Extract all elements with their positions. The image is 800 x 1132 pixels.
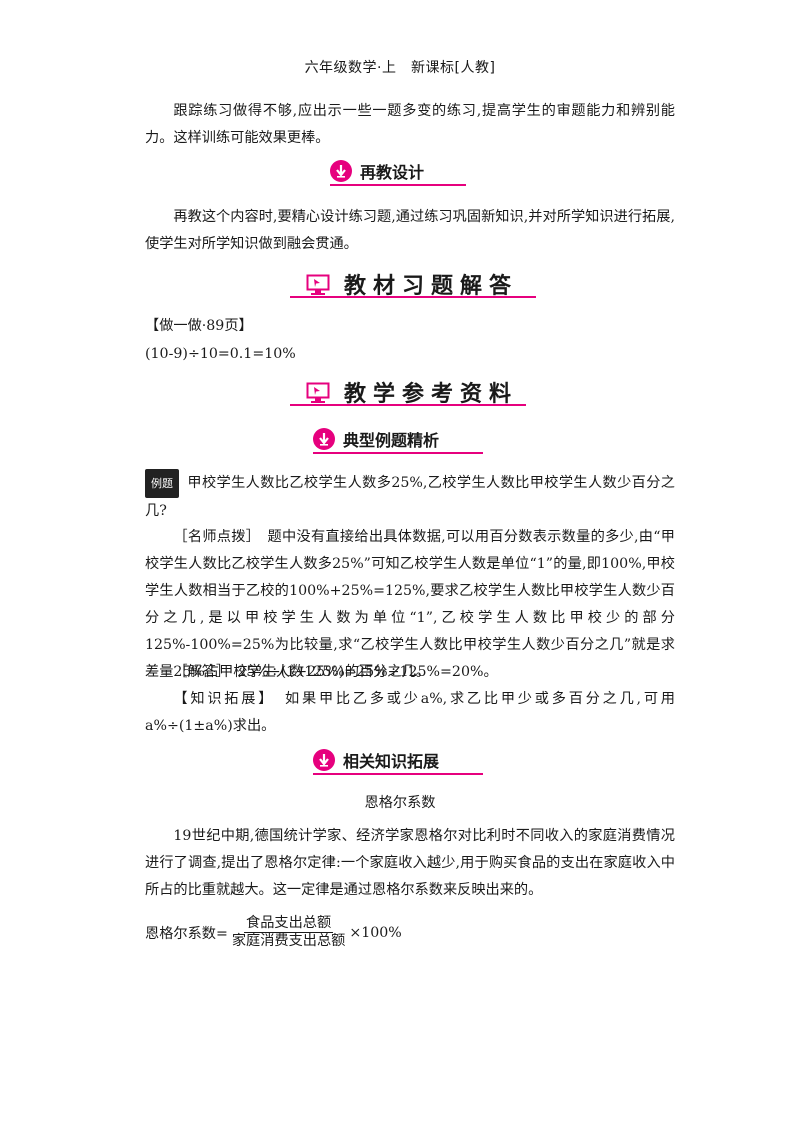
reteach-title: 再教设计 [360, 163, 425, 182]
answers-line: (10-9)÷10=0.1=10% [145, 346, 296, 362]
reteach-underline [330, 184, 466, 186]
example-extension: 【知识拓展】 如果甲比乙多或少a%,求乙比甲少或多百分之几,可用a%÷(1±a%… [145, 691, 675, 734]
example-question-text: 甲校学生人数比乙校学生人数多25%,乙校学生人数比甲校学生人数少百分之几? [145, 475, 675, 519]
formula-suffix: ×100% [349, 924, 402, 941]
page-header: 六年级数学·上 新课标[人教] [304, 60, 496, 76]
reference-title: 教学参考资料 [344, 381, 519, 407]
down-arrow-icon [330, 160, 352, 182]
reference-heading: 教学参考资料 [306, 376, 518, 408]
answers-heading: 教材习题解答 [306, 268, 518, 300]
down-arrow-icon [313, 749, 335, 771]
answers-ref: 【做一做·89页】 [145, 318, 253, 334]
reteach-paragraph: 再教这个内容时,要精心设计练习题,通过练习巩固新知识,并对所学知识进行拓展,使学… [145, 209, 675, 252]
formula-denominator: 家庭消费支出总额 [231, 933, 346, 949]
reference-underline [290, 404, 526, 406]
example-title: 典型例题精析 [343, 431, 440, 450]
down-arrow-icon [313, 428, 335, 450]
intro-paragraph: 跟踪练习做得不够,应出示一些一题多变的练习,提高学生的审题能力和辨别能力。这样训… [145, 103, 675, 146]
engel-subtitle: 恩格尔系数 [364, 795, 436, 811]
formula-label: 恩格尔系数= [145, 925, 228, 942]
example-heading: 典型例题精析 [313, 427, 439, 451]
answers-underline [290, 296, 536, 298]
example-underline [313, 452, 483, 454]
formula-fraction: 食品支出总额 家庭消费支出总额 [230, 915, 348, 950]
monitor-icon [306, 382, 330, 403]
example-question: 例题甲校学生人数比乙校学生人数多25%,乙校学生人数比甲校学生人数少百分之几? [145, 469, 675, 525]
related-underline [313, 773, 483, 775]
formula-numerator: 食品支出总额 [244, 915, 334, 933]
example-tag: 例题 [145, 469, 179, 498]
example-answer: ［解答］ 25%÷(1+25%)=25%÷125%=20%。 [173, 664, 498, 680]
related-heading: 相关知识拓展 [313, 748, 439, 772]
related-title: 相关知识拓展 [343, 752, 440, 771]
reteach-heading: 再教设计 [330, 159, 424, 183]
monitor-icon [306, 274, 330, 295]
answers-title: 教材习题解答 [344, 273, 519, 299]
related-paragraph: 19世纪中期,德国统计学家、经济学家恩格尔对比利时不同收入的家庭消费情况进行了调… [145, 828, 675, 898]
example-tips: ［名师点拨］ 题中没有直接给出具体数据,可以用百分数表示数量的多少,由“甲校学生… [145, 529, 675, 680]
engel-formula: 恩格尔系数= 食品支出总额 家庭消费支出总额 ×100% [145, 915, 402, 950]
